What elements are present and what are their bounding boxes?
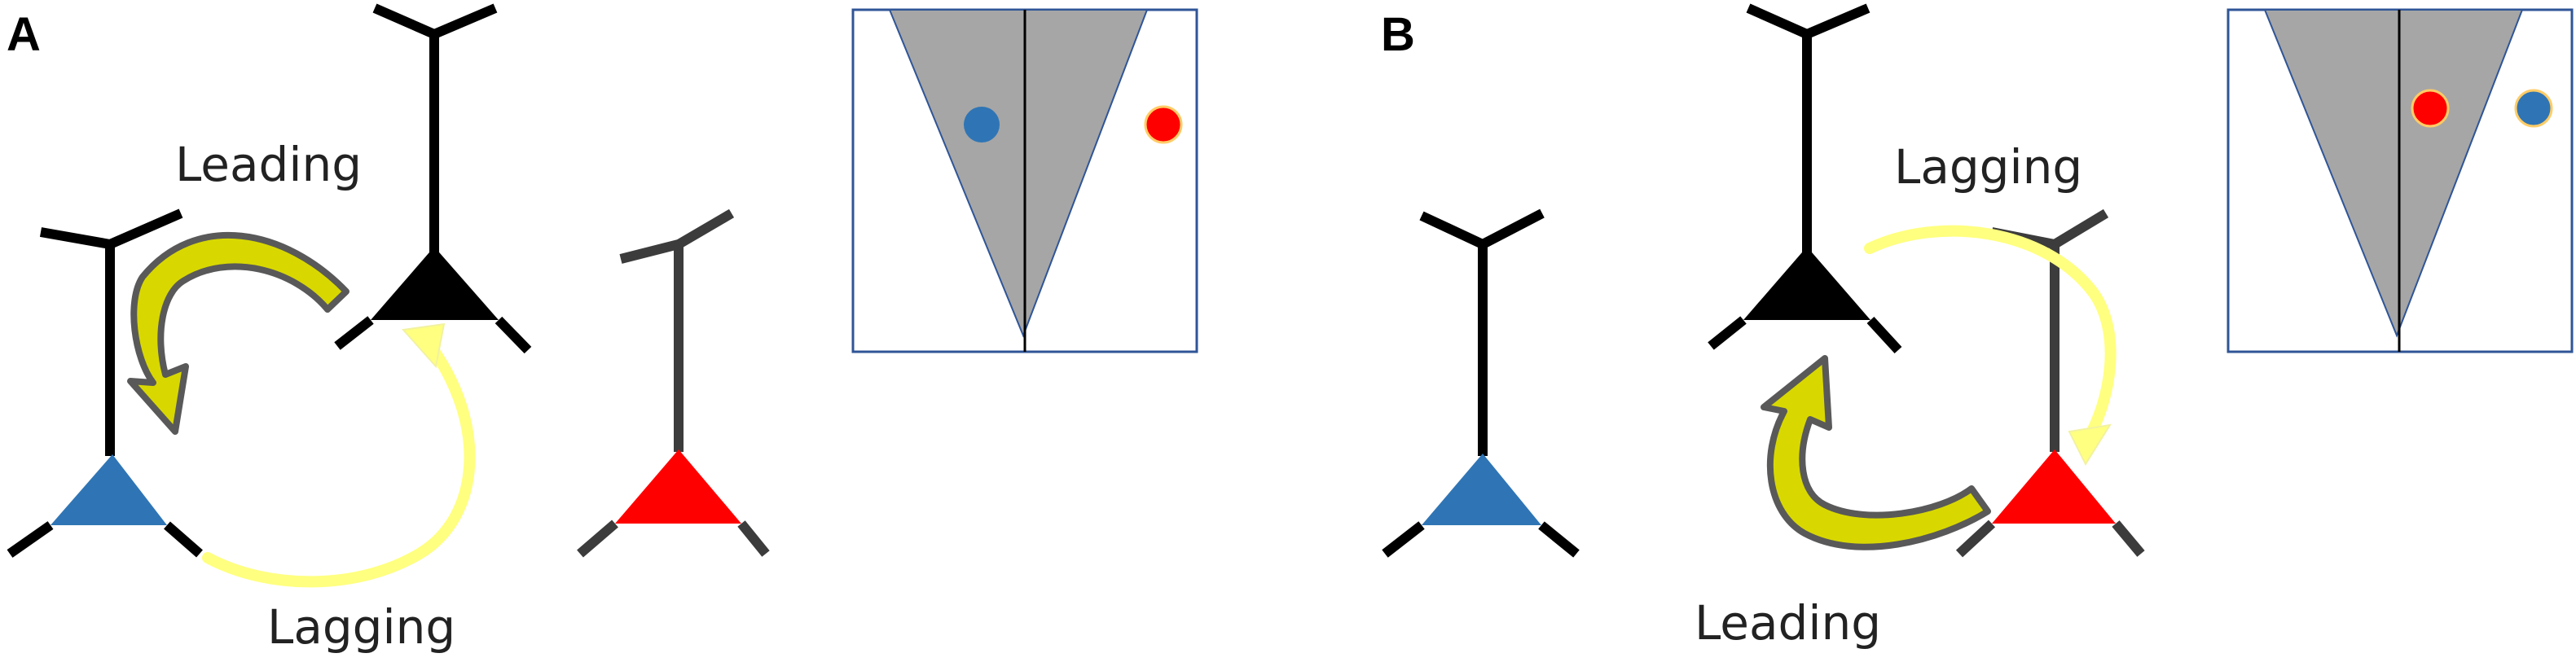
lagging-label-a: Lagging — [267, 599, 455, 655]
lagging-arrow-shaft-a — [202, 336, 476, 588]
soma-blue-b — [1422, 454, 1541, 525]
soma-blue-a — [51, 454, 167, 525]
basal-dendrite-left-red-a — [577, 520, 618, 558]
dendrite-top-black-a — [372, 3, 498, 40]
basal-dendrite-right-blue-a — [164, 521, 203, 558]
inset-wedge-b — [2263, 9, 2524, 338]
blue-neuron-a — [7, 208, 203, 558]
basal-dendrite-right-black-a — [495, 316, 532, 354]
leading-arrow-b — [1761, 355, 1991, 550]
dendrite-top-blue-a — [39, 208, 183, 250]
leading-arrow-shape-a — [127, 231, 349, 435]
lagging-label-b: Lagging — [1894, 139, 2082, 195]
basal-dendrite-right-black-b — [1866, 316, 1902, 354]
inset-dot-red-b — [2411, 89, 2450, 128]
leading-arrow-a — [127, 231, 349, 435]
basal-dendrite-left-black-b — [1708, 316, 1747, 350]
leading-arrow-shape-b — [1761, 355, 1991, 550]
basal-dendrite-right-blue-b — [1538, 521, 1580, 558]
red-neuron-a — [577, 208, 770, 558]
soma-black-a — [371, 247, 499, 320]
basal-dendrite-left-blue-b — [1382, 521, 1425, 558]
lagging-arrowhead-a — [402, 322, 446, 369]
inset-wedge-a — [888, 9, 1149, 338]
panel-b: B — [1381, 3, 2574, 651]
basal-dendrite-left-black-a — [334, 316, 374, 350]
lagging-arrow-b — [1864, 225, 2117, 467]
lagging-arrowhead-b — [2068, 423, 2112, 467]
leading-label-a: Leading — [175, 137, 362, 192]
soma-black-b — [1743, 247, 1870, 320]
basal-dendrite-left-blue-a — [7, 521, 54, 558]
black-neuron-b — [1708, 3, 1902, 354]
soma-red-b — [1992, 449, 2116, 524]
inset-dot-red-a — [1144, 105, 1183, 144]
basal-dendrite-left-red-b — [1955, 520, 1996, 558]
panel-label-a: A — [7, 8, 41, 61]
lagging-arrow-a — [202, 322, 476, 588]
lagging-arrow-shaft-b — [1864, 225, 2117, 441]
panel-a: A — [7, 3, 1198, 655]
basal-dendrite-right-red-b — [2112, 520, 2145, 557]
panel-label-b: B — [1381, 8, 1415, 61]
dendrite-top-blue-b — [1419, 208, 1545, 250]
red-neuron-b — [1955, 208, 2145, 558]
black-neuron-a — [334, 3, 532, 354]
soma-red-a — [615, 449, 741, 524]
inset-dot-blue-b — [2514, 89, 2553, 128]
leading-label-b: Leading — [1695, 595, 1881, 651]
inset-box-a — [851, 8, 1198, 353]
blue-neuron-b — [1382, 208, 1580, 558]
dendrite-top-black-b — [1746, 3, 1870, 40]
basal-dendrite-right-red-a — [737, 520, 770, 557]
inset-box-b — [2227, 8, 2574, 353]
inset-dot-blue-a — [964, 107, 1000, 142]
